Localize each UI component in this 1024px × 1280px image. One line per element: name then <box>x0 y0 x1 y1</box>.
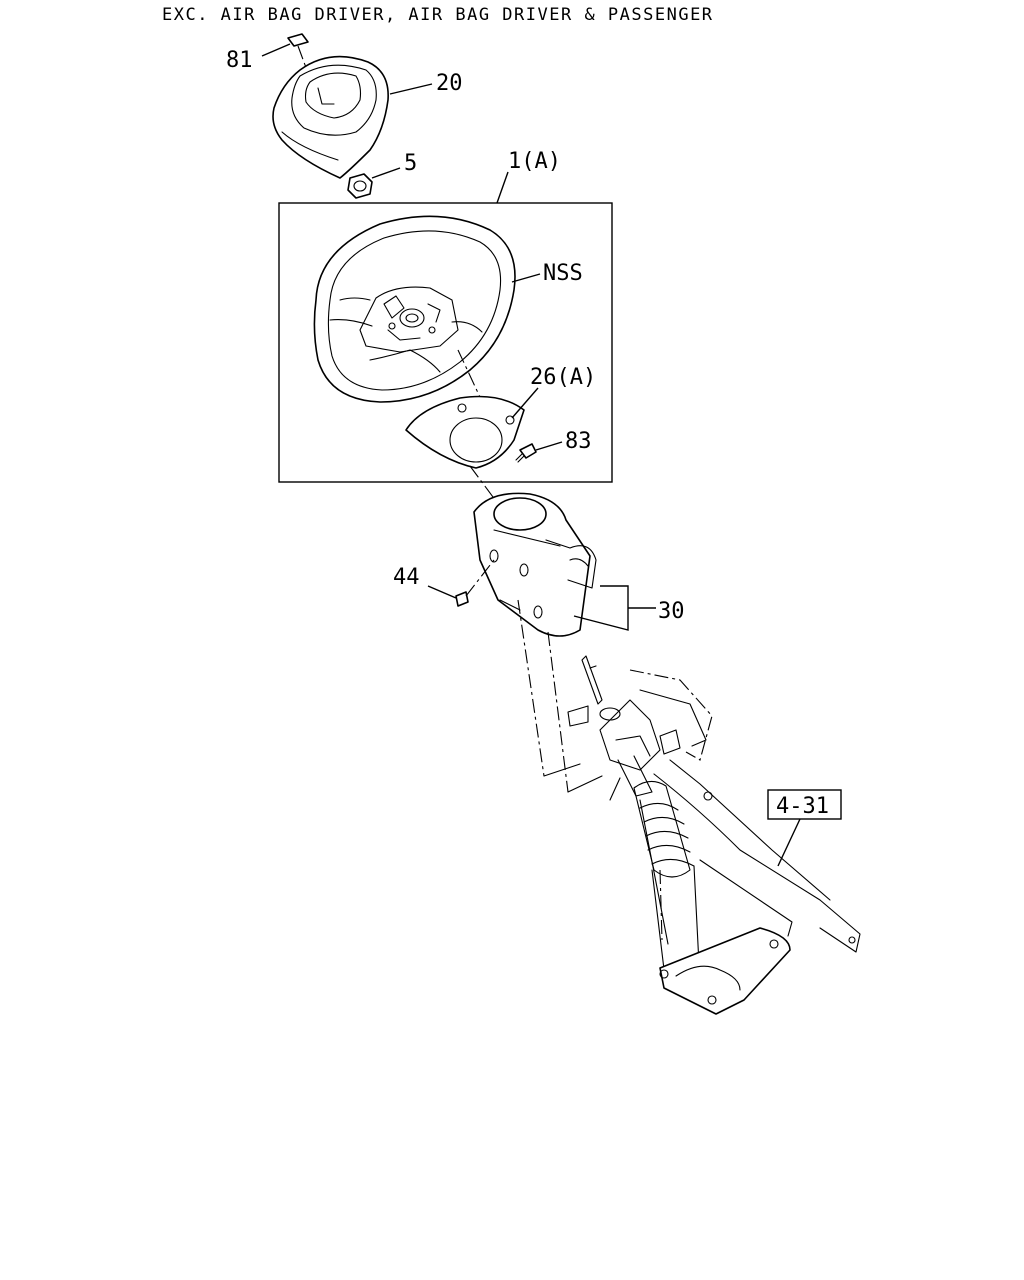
reference-box-4-31 <box>767 789 842 820</box>
part-44-screw <box>455 591 469 607</box>
callout-30: 30 <box>658 599 685 624</box>
callout-1a: 1(A) <box>508 149 561 174</box>
callout-44: 44 <box>393 565 420 590</box>
callout-83: 83 <box>565 429 592 454</box>
part-83-screw <box>515 443 537 463</box>
part-20-horn-pad <box>272 55 389 179</box>
steering-column-assembly <box>567 655 861 1015</box>
callout-20: 20 <box>436 71 463 96</box>
callout-81: 81 <box>226 48 253 73</box>
callout-26a: 26(A) <box>530 365 596 390</box>
callout-4-31: 4-31 <box>776 794 829 819</box>
diagram-title: EXC. AIR BAG DRIVER, AIR BAG DRIVER & PA… <box>162 5 714 25</box>
callout-nss: NSS <box>543 261 583 286</box>
assembly-1a-box <box>278 202 613 483</box>
part-5-nut <box>347 173 373 199</box>
part-26a-cover <box>405 395 525 469</box>
callout-5: 5 <box>404 151 417 176</box>
part-30-column-cover <box>473 492 597 637</box>
steering-wheel <box>313 215 516 403</box>
